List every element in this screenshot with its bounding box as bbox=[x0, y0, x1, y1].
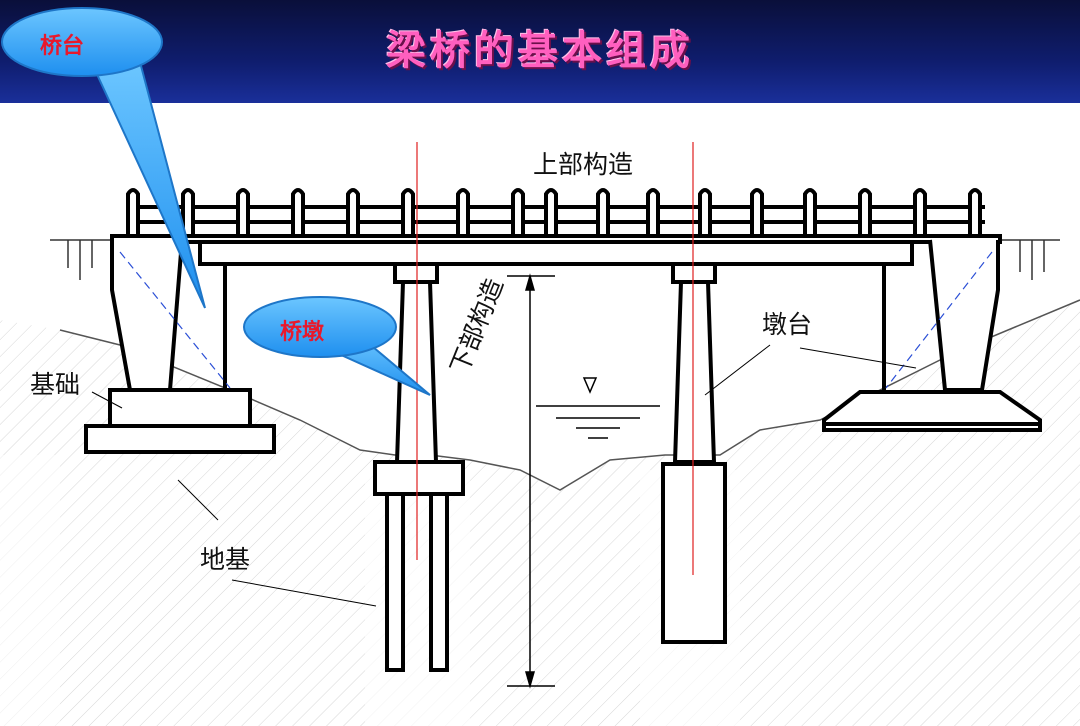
substructure-dimension bbox=[507, 273, 555, 689]
callout-pier-label: 桥墩 bbox=[280, 320, 325, 345]
callout-abutment-bubble bbox=[1, 7, 206, 309]
slide-title: 梁桥的基本组成 bbox=[386, 27, 694, 74]
deck bbox=[110, 234, 1002, 266]
ground-ticks-left bbox=[50, 239, 112, 280]
water-level-symbol bbox=[536, 377, 660, 439]
callout-abutment-label: 桥台 bbox=[40, 34, 85, 59]
foundation-label: 基础 bbox=[30, 370, 81, 399]
slide-header bbox=[0, 0, 1080, 103]
right-pier bbox=[661, 262, 727, 644]
centerlines bbox=[416, 142, 694, 575]
railing-posts bbox=[126, 188, 982, 238]
ground-hatching bbox=[0, 300, 1080, 726]
superstructure-label: 上部构造 bbox=[533, 150, 634, 179]
pier-abutment-label: 墩台 bbox=[762, 310, 813, 339]
left-abutment bbox=[84, 239, 276, 454]
right-abutment bbox=[822, 239, 1042, 432]
callout-pier-bubble bbox=[243, 296, 431, 396]
ground-ticks-right bbox=[1000, 239, 1060, 280]
subgrade-label: 地基 bbox=[200, 545, 251, 574]
leader-lines bbox=[91, 344, 917, 607]
